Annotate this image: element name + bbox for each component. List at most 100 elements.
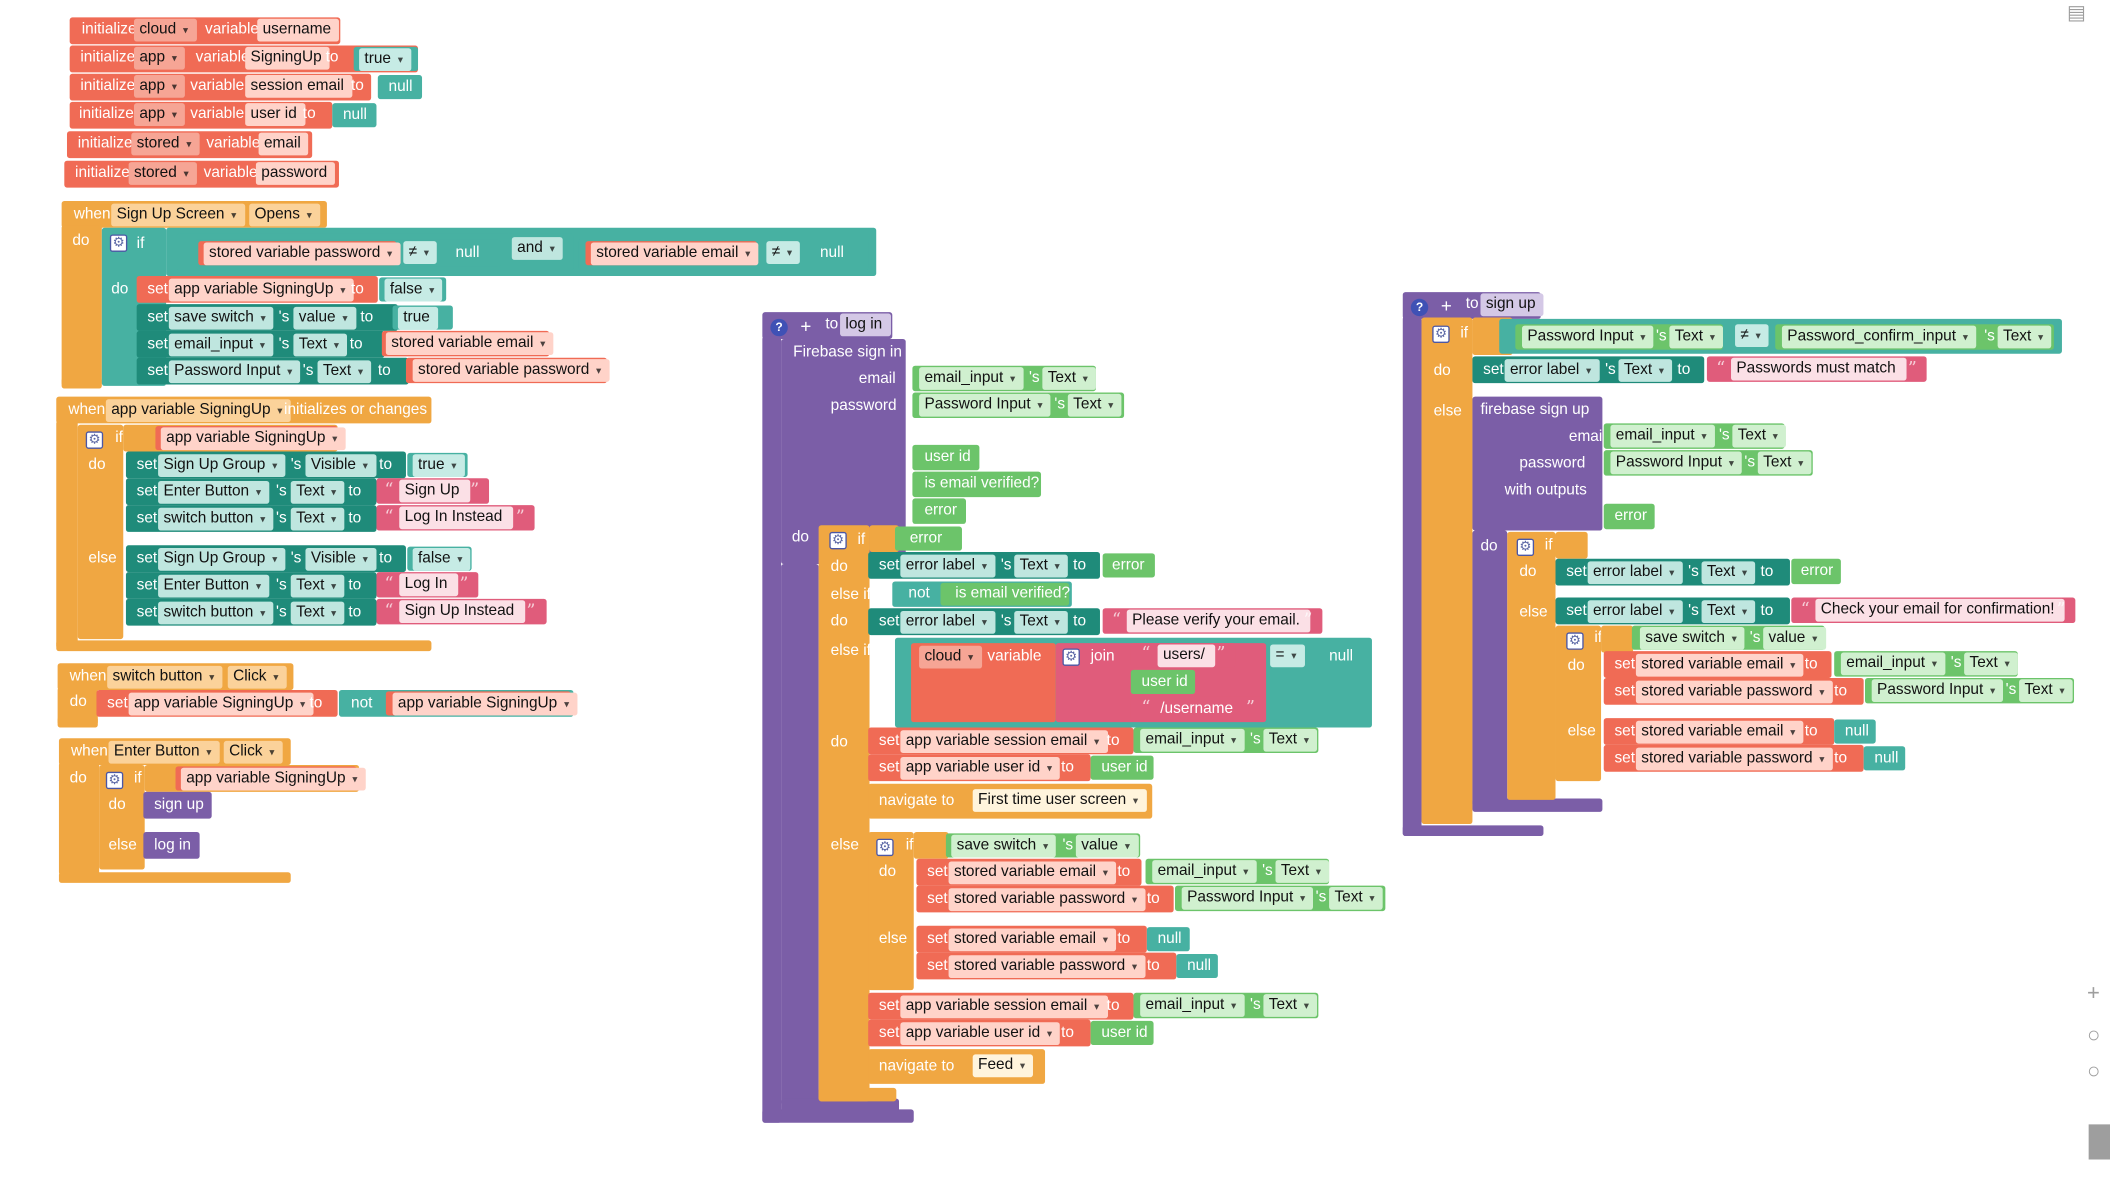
if-else-block[interactable] (1601, 625, 1634, 653)
dropdown-field[interactable]: switch button (107, 665, 223, 689)
output-user-id[interactable]: user id (912, 444, 980, 471)
event-foot[interactable] (58, 872, 291, 883)
dropdown-field[interactable]: app variable session email (900, 995, 1108, 1019)
trash-icon[interactable]: ▇ (2089, 1121, 2110, 1159)
gear-icon[interactable]: ⚙ (829, 531, 847, 550)
dropdown-field[interactable]: app variable SigningUp (105, 399, 291, 423)
dropdown-field[interactable]: app variable user id (900, 1022, 1061, 1046)
is-email-verified-getter[interactable]: is email verified? (940, 582, 1070, 606)
dropdown-field[interactable]: stored (128, 162, 197, 185)
zoom-in-icon[interactable]: + (2087, 980, 2100, 1005)
string-value[interactable]: “Sign Up” (376, 478, 490, 504)
name-field[interactable]: sign up (1480, 293, 1544, 317)
dropdown-field[interactable]: Text (1263, 728, 1318, 752)
dropdown-field[interactable]: stored variable password (948, 955, 1146, 979)
null-value[interactable]: null (1176, 953, 1218, 979)
dropdown-field[interactable]: error label (1587, 600, 1683, 624)
if-else-block[interactable] (1555, 531, 1588, 559)
string-value[interactable]: “Log In Instead” (376, 505, 535, 531)
help-icon[interactable]: ? (770, 318, 788, 337)
help-icon[interactable]: ? (1410, 298, 1429, 317)
dropdown-field[interactable]: Text (1042, 367, 1097, 390)
dropdown-field[interactable]: stored variable email (590, 242, 759, 266)
text-field[interactable]: Log In Instead (399, 506, 514, 530)
dropdown-field[interactable]: Text (290, 574, 345, 598)
dropdown-field[interactable]: Text (1014, 554, 1068, 578)
dropdown-field[interactable]: Text (1263, 994, 1318, 1017)
dropdown-field[interactable]: and (511, 237, 563, 260)
dropdown-field[interactable]: stored variable password (203, 242, 401, 266)
dropdown-field[interactable]: value (1075, 834, 1139, 858)
dropdown-field[interactable]: cloud (919, 645, 982, 669)
dropdown-field[interactable]: Text (293, 333, 348, 357)
name-field[interactable]: true (397, 306, 438, 330)
string-value[interactable]: “users/” (1130, 643, 1236, 668)
workspace-comment-icon[interactable]: ▤ (2067, 2, 2086, 24)
dropdown-field[interactable]: Text (1757, 451, 1812, 475)
user-id-getter[interactable]: user id (1090, 755, 1154, 780)
dropdown-field[interactable]: false (412, 547, 471, 571)
call-sign-up[interactable]: sign up (143, 791, 212, 819)
dropdown-field[interactable]: app variable SigningUp (128, 692, 314, 716)
dropdown-field[interactable]: = (1270, 644, 1305, 668)
name-field[interactable]: email (258, 132, 309, 156)
dropdown-field[interactable]: email_input (1140, 994, 1245, 1017)
stored-password-getter[interactable]: stored variable password (405, 357, 610, 384)
false-value[interactable]: false (407, 546, 472, 571)
null-value[interactable]: null (1146, 927, 1190, 952)
name-field[interactable]: user id (245, 103, 305, 126)
null-value[interactable]: null (332, 103, 377, 128)
dropdown-field[interactable]: Password Input (168, 360, 301, 384)
dropdown-field[interactable]: cloud (133, 18, 197, 42)
zoom-out-icon[interactable]: ○ (2087, 1058, 2101, 1083)
init-cloud-username[interactable]: initializecloudvariableusername (69, 17, 341, 45)
string-value[interactable]: “Log In” (376, 572, 479, 598)
true-value[interactable]: true (407, 452, 468, 477)
dropdown-field[interactable]: error label (1504, 359, 1600, 382)
dropdown-field[interactable]: stored variable email (948, 861, 1117, 885)
error-getter[interactable]: error (1791, 558, 1841, 585)
signingup-getter[interactable]: app variable SigningUp (155, 426, 346, 451)
dropdown-field[interactable]: Password Input (1610, 451, 1743, 475)
dropdown-field[interactable]: Text (2019, 679, 2073, 703)
stored-email-getter[interactable]: stored variable email (585, 241, 759, 266)
dropdown-field[interactable]: First time user screen (972, 789, 1147, 812)
dropdown-field[interactable]: stored variable email (1635, 653, 1804, 677)
text-field[interactable]: Passwords must match (1731, 357, 1907, 381)
dropdown-field[interactable]: stored variable password (1635, 680, 1833, 704)
string-value[interactable]: “Passwords must match” (1706, 356, 1927, 382)
dropdown-field[interactable]: error label (1587, 561, 1683, 585)
dropdown-field[interactable]: Text (290, 507, 345, 531)
cloud-variable-getter[interactable]: cloudvariable (911, 643, 1056, 723)
dropdown-field[interactable]: Opens (249, 203, 321, 227)
stored-password-getter[interactable]: stored variable password (198, 241, 401, 266)
text-field[interactable]: Log In (399, 573, 459, 597)
true-value[interactable]: true (392, 305, 453, 330)
dropdown-field[interactable]: app variable SigningUp (160, 427, 346, 451)
